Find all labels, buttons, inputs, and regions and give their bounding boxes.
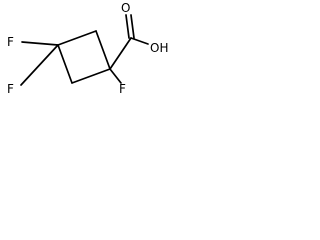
ring-bond-right xyxy=(95,30,111,70)
bond-c-fluorine-bottom-right xyxy=(109,68,122,84)
bond-c-fluorine-left xyxy=(21,41,59,46)
bond-c-carboxyl xyxy=(109,37,132,70)
bond-carbonyl-double-b xyxy=(130,14,135,39)
atom-label-fluorine-left: F xyxy=(7,35,14,49)
bond-c-fluorine-bottom-left xyxy=(20,44,59,86)
atom-label-oxygen-carbonyl: O xyxy=(121,1,130,15)
ring-bond-left xyxy=(57,44,73,84)
atom-label-hydroxyl: OH xyxy=(150,41,168,55)
chemical-structure: F F F O OH xyxy=(7,1,168,96)
bond-c-hydroxyl xyxy=(130,37,149,45)
bond-carbonyl-double-a xyxy=(125,14,130,39)
ring-bond-top xyxy=(57,30,97,46)
atom-label-fluorine-bottom-left: F xyxy=(7,82,14,96)
ring-bond-bottom xyxy=(71,68,111,84)
atom-label-fluorine-bottom-right: F xyxy=(119,82,126,96)
